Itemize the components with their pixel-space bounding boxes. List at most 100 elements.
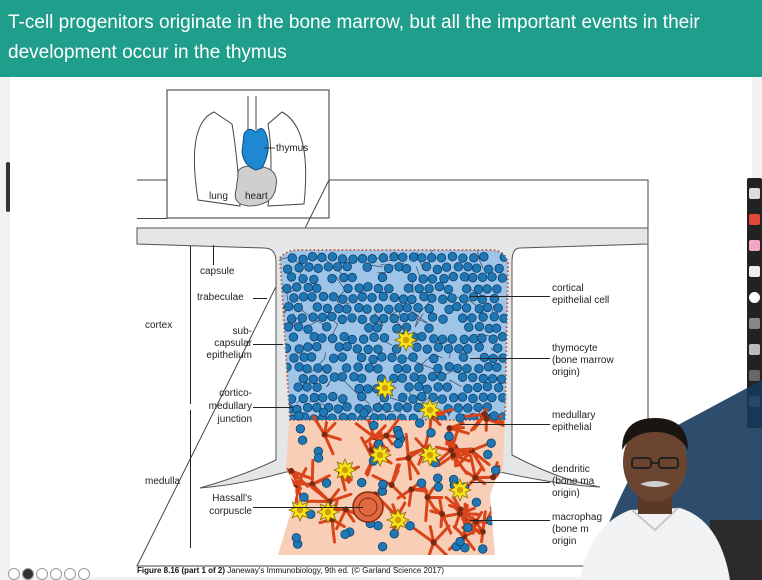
pointer-icon[interactable] [22, 568, 34, 580]
thymocyte [292, 283, 301, 292]
thymocyte [483, 303, 492, 312]
thymocyte [420, 292, 429, 301]
shapes-icon[interactable] [749, 344, 760, 355]
dendritic-nucleus [382, 385, 388, 391]
thymocyte [491, 466, 500, 475]
thymocyte [425, 304, 434, 313]
thymocyte [425, 284, 434, 293]
thymocyte [284, 302, 293, 311]
thymocyte [312, 284, 321, 293]
thymocyte [394, 403, 403, 412]
thymocyte [364, 345, 373, 354]
thymocyte [460, 273, 469, 282]
thymocyte [343, 262, 352, 271]
thymocyte [363, 305, 372, 314]
thymocyte [353, 345, 362, 354]
thymocyte [487, 439, 496, 448]
thymocyte [423, 345, 432, 354]
label-subcapsular-3: epithelium [206, 350, 252, 362]
label-corticomedullary-1: cortico- [196, 388, 252, 400]
thymocyte [417, 392, 426, 401]
thymocyte [475, 364, 484, 373]
thymocyte [299, 255, 308, 264]
label-hassalls-1: Hassall's [196, 493, 252, 505]
label-hassalls-2: corpuscle [196, 506, 252, 518]
thymocyte [318, 334, 327, 343]
thymocyte [494, 384, 503, 393]
thymocyte [415, 419, 424, 428]
thymocyte [474, 285, 483, 294]
thymocyte [448, 335, 457, 344]
thymocyte [494, 304, 503, 313]
inset-label-thymus: thymus [276, 143, 308, 154]
thymocyte [399, 295, 408, 304]
thymocyte [398, 393, 407, 402]
dendritic-nucleus [342, 467, 348, 473]
thymocyte [348, 314, 357, 323]
thymocyte [395, 430, 404, 439]
label-capsule: capsule [200, 266, 234, 278]
thymocyte [355, 284, 364, 293]
laser-icon[interactable] [749, 318, 760, 329]
thymocyte [428, 294, 437, 303]
thymocyte [328, 253, 337, 262]
thymocyte [298, 436, 307, 445]
eraser-icon[interactable] [749, 240, 760, 251]
thymocyte [409, 395, 418, 404]
thymocyte [338, 353, 347, 362]
thymocyte [319, 375, 328, 384]
record-icon[interactable] [749, 292, 760, 303]
thymocyte [459, 353, 468, 362]
thymocyte [394, 364, 403, 373]
thymocyte [360, 409, 369, 418]
dendritic-nucleus [325, 509, 331, 515]
more-icon[interactable] [78, 568, 90, 580]
thymocyte [357, 353, 366, 362]
thymocyte [442, 263, 451, 272]
thymocyte [464, 404, 473, 413]
thymocyte [402, 365, 411, 374]
thymocyte [483, 450, 492, 459]
thymocyte [329, 354, 338, 363]
thymocyte [459, 254, 468, 263]
thymocyte [294, 303, 303, 312]
prev-icon[interactable] [8, 568, 20, 580]
thymocyte [483, 382, 492, 391]
pen-icon[interactable] [749, 188, 760, 199]
thymocyte [469, 334, 478, 343]
epithelial-nucleus [457, 511, 463, 517]
thymocyte [349, 255, 358, 264]
thymocyte [299, 394, 308, 403]
thymocyte [289, 333, 298, 342]
pointer-icon[interactable] [749, 266, 760, 277]
thymocyte [488, 273, 497, 282]
thymocyte [443, 383, 452, 392]
thymocyte [408, 313, 417, 322]
thymocyte [338, 255, 347, 264]
thymocyte [403, 304, 412, 313]
thymocyte [428, 372, 437, 381]
pen-icon[interactable] [36, 568, 48, 580]
thymocyte [453, 302, 462, 311]
thymocyte [402, 264, 411, 273]
epithelial-nucleus [322, 432, 328, 438]
thymocyte [284, 323, 293, 332]
thymocyte [364, 282, 373, 291]
thymocyte [314, 454, 323, 463]
thymocyte [495, 264, 504, 273]
zoom-icon[interactable] [64, 568, 76, 580]
thymocyte [403, 403, 412, 412]
thymocyte [460, 294, 469, 303]
thymocyte [365, 324, 374, 333]
thymocyte [488, 374, 497, 383]
thymocyte [388, 353, 397, 362]
thymocyte [462, 285, 471, 294]
thymocyte [408, 295, 417, 304]
thymocyte [335, 343, 344, 352]
highlighter-icon[interactable] [749, 214, 760, 225]
label-thymocyte-3: origin) [552, 367, 580, 379]
label-thymocyte-2: (bone marrow [552, 355, 614, 367]
thymocyte [341, 530, 350, 539]
slides-icon[interactable] [50, 568, 62, 580]
dendritic-nucleus [427, 407, 433, 413]
